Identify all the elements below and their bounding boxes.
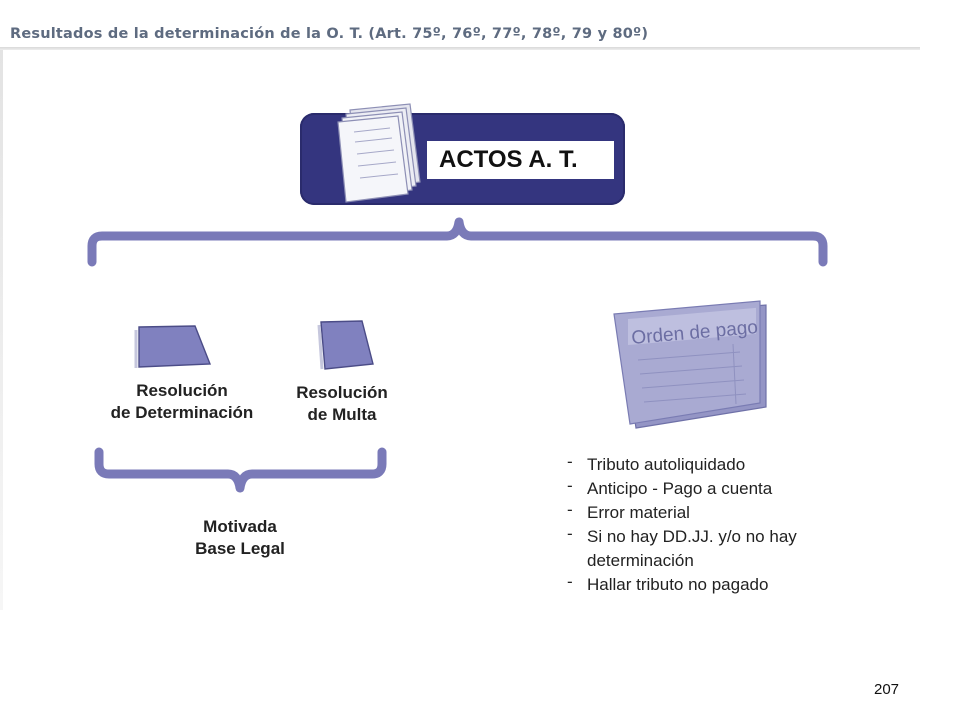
resolucion-multa-label: Resolución de Multa bbox=[282, 382, 402, 426]
payment-order-form-icon: Orden de pago bbox=[613, 300, 767, 429]
label-line: Resolución bbox=[136, 381, 228, 400]
label-line: de Multa bbox=[307, 405, 377, 424]
list-item: Si no hay DD.JJ. y/o no hay determinació… bbox=[565, 522, 857, 573]
orden-de-pago-cases: Tributo autoliquidado Anticipo - Pago a … bbox=[565, 450, 857, 597]
list-item: Tributo autoliquidado bbox=[565, 450, 857, 477]
document-stack-icon bbox=[337, 103, 421, 203]
requirement-item: Base Legal bbox=[195, 539, 285, 558]
header-divider bbox=[0, 47, 920, 50]
document-icon bbox=[134, 325, 212, 368]
bottom-brace bbox=[94, 447, 387, 493]
document-icon bbox=[317, 320, 374, 370]
header-title: Resultados de la determinación de la O. … bbox=[10, 26, 649, 42]
requirements-label: Motivada Base Legal bbox=[180, 516, 300, 560]
top-brace bbox=[87, 217, 828, 267]
requirement-item: Motivada bbox=[203, 517, 277, 536]
list-item: Error material bbox=[565, 498, 857, 525]
label-line: Resolución bbox=[296, 383, 388, 402]
page-number: 207 bbox=[874, 681, 900, 698]
label-line: de Determinación bbox=[110, 403, 254, 422]
left-margin-strip bbox=[0, 50, 3, 610]
list-item: Hallar tributo no pagado bbox=[565, 570, 857, 597]
actos-label: ACTOS A. T. bbox=[427, 141, 614, 179]
resolucion-determinacion-label: Resolución de Determinación bbox=[92, 380, 272, 424]
list-item: Anticipo - Pago a cuenta bbox=[565, 474, 857, 501]
